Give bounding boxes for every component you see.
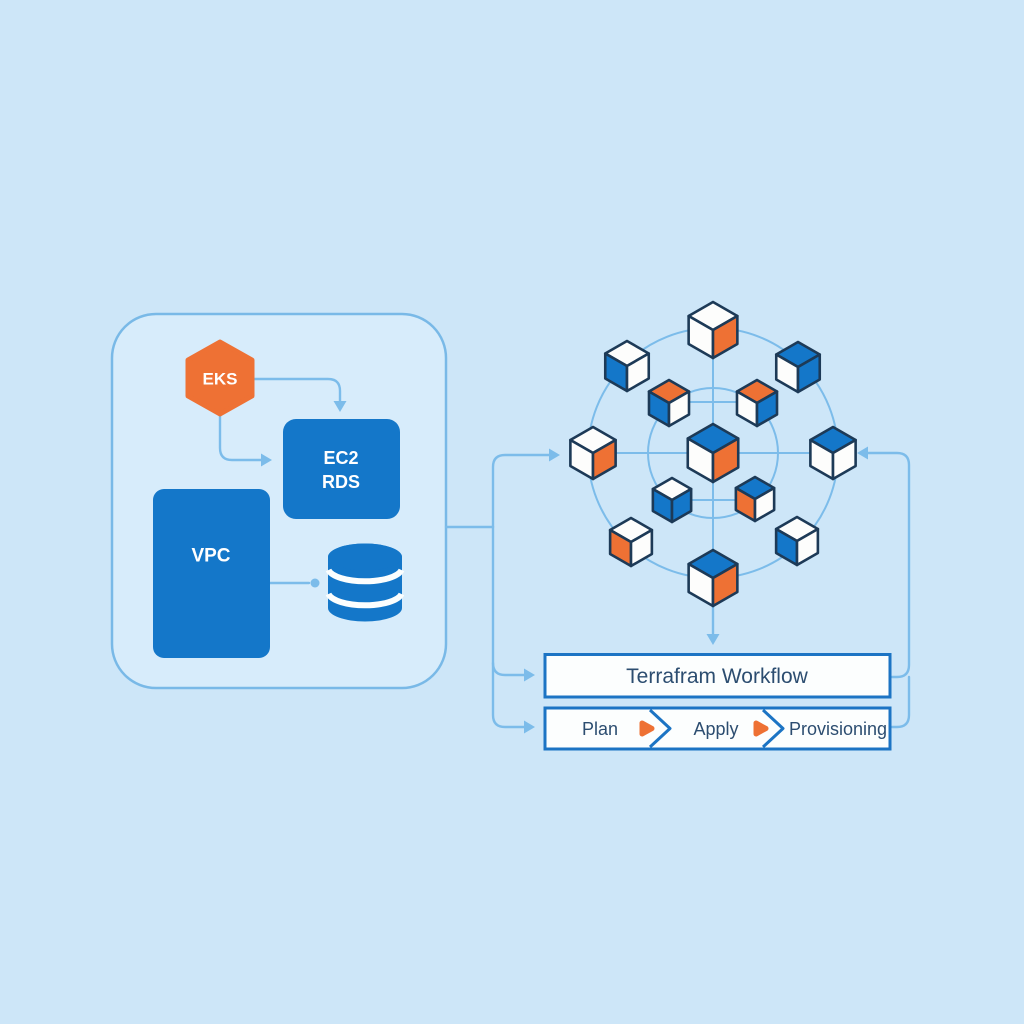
iso-cube-node-top [687, 300, 739, 360]
connector-trunk-to-network [491, 453, 552, 529]
vpc-node: VPC [153, 489, 270, 658]
network-cubes [569, 300, 857, 608]
iso-cube-node-inner-br [734, 475, 776, 523]
iso-cube-node-outer-left [569, 425, 617, 481]
step-apply-label: Apply [693, 719, 738, 739]
database-band [325, 568, 405, 585]
iso-cube-node-bottom [687, 548, 739, 608]
chevron-divider-icon [648, 708, 672, 749]
arrowhead-right-icon [524, 668, 535, 682]
workflow-title-rect [543, 653, 892, 699]
container-connectors [218, 377, 347, 588]
step-provisioning-label: Provisioning [789, 719, 887, 739]
cube-face-right [755, 390, 779, 428]
iso-cube-node-outer-right [809, 425, 857, 481]
cube-face-right [670, 487, 693, 524]
iso-cube-node-outer-bl [608, 516, 654, 568]
iso-cube-node-inner-bl [651, 476, 693, 524]
workflow-title-box: Terrafram Workflow [543, 653, 892, 699]
workflow-steps-box: Plan Apply Provisioning [543, 706, 892, 751]
arrowhead-right-icon [549, 448, 560, 462]
cube-network [569, 300, 857, 608]
compute-label-line2: RDS [322, 472, 360, 492]
connector-trunk-to-title-box [491, 661, 527, 677]
eks-label: EKS [203, 370, 238, 389]
iso-cube-node-outer-br [774, 515, 820, 567]
iso-cube-node-outer-tr [774, 340, 822, 394]
connector-eks-to-compute-left [218, 412, 264, 462]
connector-workflow-return-to-network [864, 451, 911, 679]
iso-cube-node-outer-tl [603, 339, 651, 393]
cube-face-right [753, 486, 776, 523]
arrowhead-right-icon [524, 720, 535, 734]
cube-face-right [796, 353, 822, 394]
cube-face-right [711, 437, 740, 484]
compute-node: EC2 RDS [283, 419, 400, 519]
connector-dot-icon [310, 578, 320, 588]
workflow-steps-rect [543, 706, 892, 751]
hexagon-icon [185, 339, 255, 417]
connector-trunk-to-steps-box [491, 525, 527, 729]
step-plan-label: Plan [582, 719, 618, 739]
database-band [325, 592, 405, 609]
arrowhead-right-icon [261, 453, 272, 467]
iso-cube-node-inner-tr [735, 378, 779, 428]
connector-steps-right-bracket [890, 675, 911, 729]
cube-face-right [711, 314, 739, 360]
arrowhead-left-icon [857, 446, 868, 460]
cube-face-right [795, 527, 820, 567]
compute-label-line1: EC2 [323, 448, 358, 468]
play-arrow-icon [753, 720, 769, 737]
arrowhead-down-icon [333, 401, 347, 412]
cube-face-right [667, 390, 691, 428]
cube-face-right [629, 528, 654, 568]
vpc-label: VPC [191, 546, 230, 567]
arrowhead-down-icon [706, 634, 720, 645]
iso-cube-node-inner-tl [647, 378, 691, 428]
connector-eks-to-compute-top [251, 377, 342, 404]
cube-face-right [625, 352, 651, 393]
cube-face-right [711, 562, 739, 608]
vpc-box [153, 489, 270, 658]
cube-face-right [591, 438, 617, 481]
play-arrow-icon [639, 720, 655, 737]
eks-node: EKS [185, 339, 255, 417]
iso-cube-node-center [686, 422, 740, 484]
cube-face-right [831, 438, 857, 481]
compute-box [283, 419, 400, 519]
flow-connectors [444, 446, 911, 734]
database-icon [325, 543, 405, 622]
chevron-divider-icon [761, 708, 785, 749]
workflow-title: Terrafram Workflow [626, 665, 808, 688]
database-top [328, 543, 402, 571]
